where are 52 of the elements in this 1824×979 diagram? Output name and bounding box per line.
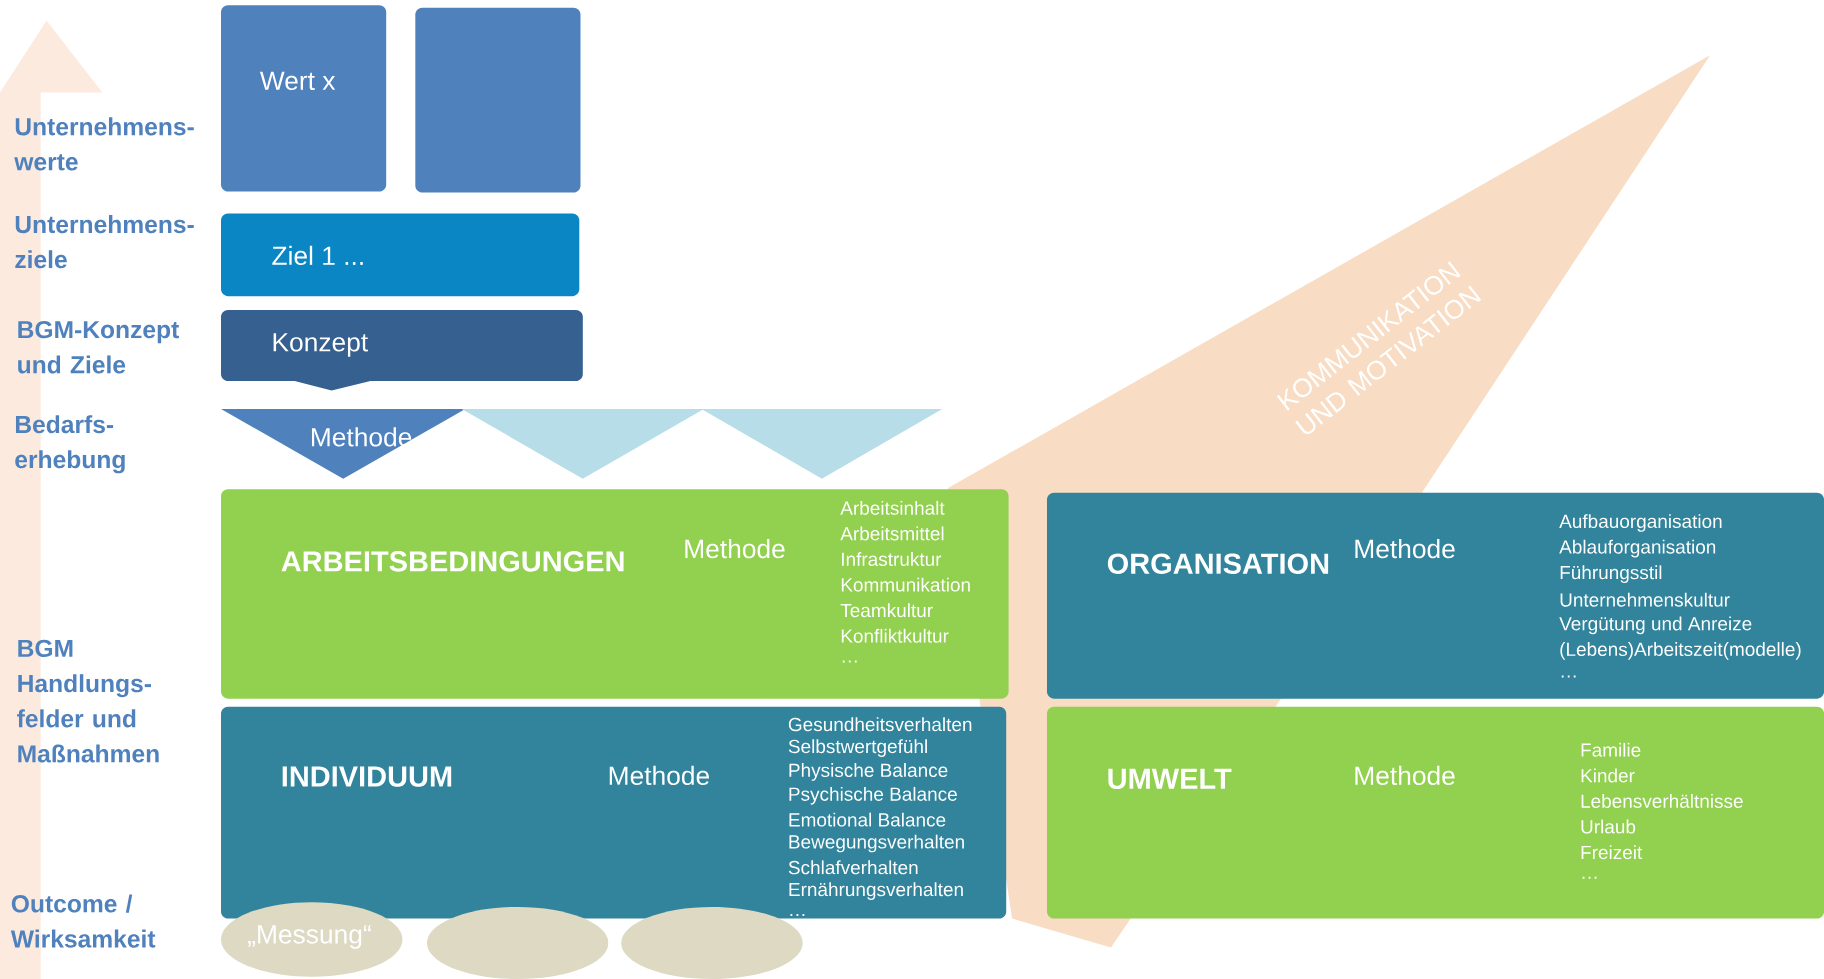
measurement-ellipse (621, 906, 803, 979)
list-item: Unternehmenskultur (1560, 592, 1730, 607)
list-item: (Lebens)Arbeitszeit(modelle) (1560, 642, 1801, 660)
measurement-ellipse (426, 906, 609, 979)
row-label: Unternehmens- werte (14, 117, 194, 171)
row-label: Outcome / Wirksamkeit (10, 894, 156, 948)
list-item: Selbstwertgefühl (788, 739, 927, 757)
list-item: Gesundheitsverhalten (788, 717, 972, 732)
list-item: Arbeitsmittel (840, 526, 944, 541)
list-item: Kinder (1581, 768, 1635, 783)
list-item: Ablauforganisation (1559, 539, 1716, 558)
field-heading: ORGANISATION (1107, 553, 1329, 574)
list-item: … (790, 913, 805, 916)
row-label: Unternehmens- ziele (15, 215, 194, 269)
goal-box: Ziel 1 ... (221, 213, 580, 297)
list-item: Teamkultur (840, 603, 933, 618)
list-item: Emotional Balance (789, 812, 946, 827)
list-item: Schlafverhalten (788, 860, 918, 875)
method-triangle (461, 409, 704, 479)
list-item: Aufbauorganisation (1559, 514, 1722, 532)
list-item: Infrastruktur (842, 552, 942, 566)
concept-box: Konzept (221, 310, 583, 391)
list-item: Urlaub (1581, 819, 1636, 834)
list-item: Lebensverhältnisse (1581, 794, 1743, 808)
list-item: Bewegungsverhalten (789, 834, 964, 853)
method-label: Methode (609, 765, 709, 786)
list-item: … (842, 660, 857, 663)
row-label: BGM Handlungs- felder und Maßnahmen (17, 639, 159, 763)
list-item: … (1561, 675, 1576, 678)
list-item: … (1582, 876, 1597, 879)
list-item: Freizeit (1581, 845, 1643, 860)
value-box (415, 7, 581, 193)
list-item: Kommunikation (841, 577, 970, 592)
method-label: Methode (1355, 538, 1455, 559)
method-triangle (701, 409, 943, 479)
list-item: Vergütung und Anreize (1559, 616, 1752, 635)
list-item: Konfliktkultur (841, 628, 949, 643)
value-box: Wert x (221, 5, 387, 192)
row-label: Bedarfs- erhebung (15, 415, 125, 474)
list-item: Führungsstil (1560, 565, 1662, 584)
field-heading: UMWELT (1108, 768, 1232, 789)
row-label: BGM-Konzept und Ziele (18, 320, 179, 374)
method-label: Methode (685, 538, 785, 559)
list-item: Familie (1581, 742, 1641, 757)
list-item: Physische Balance (789, 763, 948, 781)
method-triangle: Methode (221, 409, 466, 479)
field-heading: INDIVIDUUM (282, 766, 452, 787)
method-label: Methode (1355, 765, 1455, 786)
list-item: Ernährungsverhalten (789, 882, 963, 900)
list-item: Arbeitsinhalt (840, 500, 945, 515)
field-heading: ARBEITSBEDINGUNGEN (281, 551, 624, 572)
list-item: Psychische Balance (789, 786, 957, 805)
